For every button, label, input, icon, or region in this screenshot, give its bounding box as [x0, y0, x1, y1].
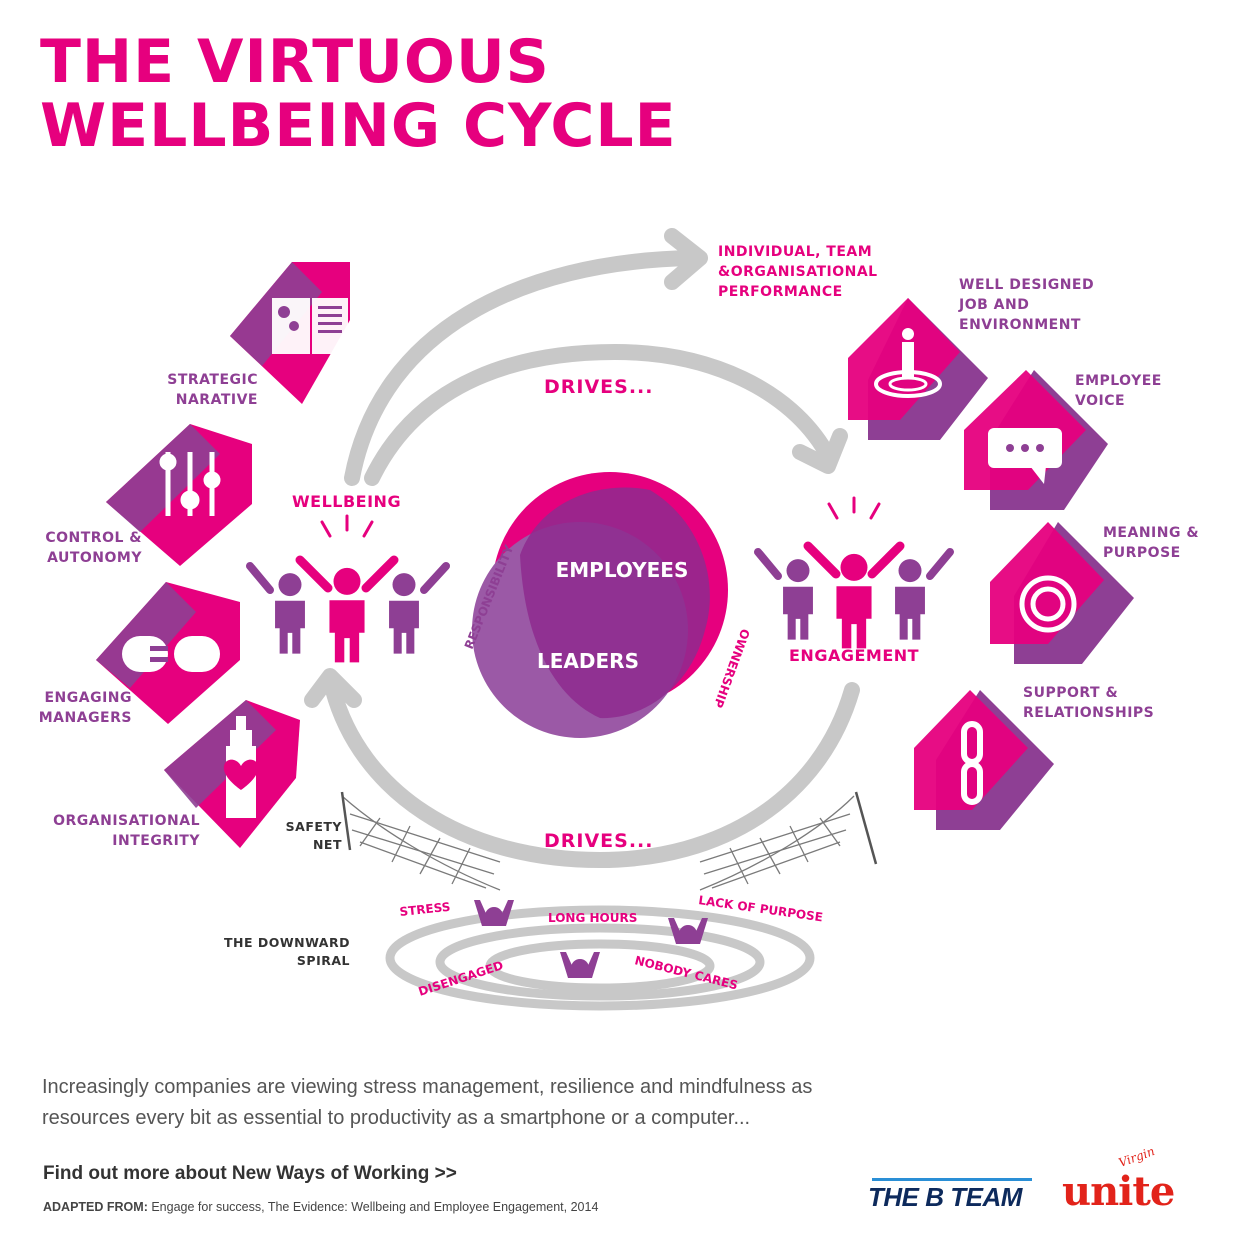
engaging-managers-tile — [96, 582, 240, 724]
support-relationships-label: SUPPORT &RELATIONSHIPS — [1023, 685, 1155, 721]
title-line-1: THE VIRTUOUS — [40, 27, 550, 97]
long-hours-label: LONG HOURS — [548, 911, 637, 925]
top-drives-arrow — [364, 344, 834, 486]
open-book-gears-icon — [272, 298, 348, 354]
bottom-drives-label: DRIVES... — [544, 830, 654, 852]
new-ways-of-working-link[interactable]: Find out more about New Ways of Working … — [43, 1163, 457, 1184]
leaders-label: LEADERS — [537, 649, 639, 673]
wellbeing-label: WELLBEING — [292, 492, 402, 511]
control-autonomy-tile — [106, 424, 252, 566]
speech-bubble-icon — [988, 428, 1062, 484]
employee-voice-tile — [964, 370, 1108, 510]
chain-link-icon — [961, 721, 983, 805]
spiral-people-icons — [474, 900, 708, 978]
title-line-2: WELLBEING CYCLE — [40, 91, 677, 161]
source-label: ADAPTED FROM: — [43, 1200, 148, 1214]
body-text: Increasingly companies are viewing stres… — [42, 1076, 813, 1129]
outer-performance-arrowhead — [664, 228, 708, 290]
top-drives-label: DRIVES... — [544, 376, 654, 398]
stress-label: STRESS — [399, 900, 451, 919]
person-target-icon — [874, 328, 942, 398]
safety-net-left — [340, 791, 501, 891]
wellbeing-group-icon — [246, 514, 450, 663]
distressed-person-icon — [668, 918, 708, 944]
engagement-group-icon — [754, 496, 954, 649]
well-designed-job-tile — [848, 298, 988, 440]
sliders-icon — [159, 452, 221, 516]
target-rings-icon — [1019, 575, 1077, 633]
bottom-drives-arrow — [325, 682, 860, 868]
bteam-logo-bar — [872, 1178, 1032, 1181]
meaning-purpose-label: MEANING &PURPOSE — [1103, 525, 1200, 561]
top-drives-arrowhead — [792, 428, 848, 474]
venn-overlap — [520, 487, 710, 719]
center-venn: EMPLOYEES LEADERS RESPONSIBILITY OWNERSH… — [462, 472, 752, 738]
performance-label: INDIVIDUAL, TEAM &ORGANISATIONAL PERFORM… — [718, 244, 878, 300]
source-text: Engage for success, The Evidence: Wellbe… — [151, 1200, 599, 1214]
bottom-drives-arrowhead — [304, 668, 362, 708]
building-heart-icon — [223, 716, 259, 818]
unite-logo[interactable]: unite — [1062, 1168, 1175, 1215]
source-citation: ADAPTED FROM: Engage for success, The Ev… — [43, 1200, 598, 1214]
plug-connector-icon — [122, 636, 220, 672]
cycle-arrows — [304, 228, 860, 868]
distressed-person-icon — [474, 900, 514, 926]
bteam-logo[interactable]: THE B TEAM — [868, 1182, 1022, 1212]
engagement-label: ENGAGEMENT — [789, 646, 920, 665]
meaning-purpose-tile — [990, 522, 1134, 664]
organisational-integrity-tile — [164, 700, 300, 848]
control-autonomy-label: CONTROL &AUTONOMY — [45, 530, 142, 566]
downward-spiral — [385, 905, 815, 1011]
support-relationships-tile — [914, 690, 1054, 830]
employees-label: EMPLOYEES — [556, 558, 689, 582]
outer-performance-arrow — [344, 250, 698, 486]
strategic-narrative-tile — [230, 262, 350, 404]
page-title: THE VIRTUOUS WELLBEING CYCLE — [40, 30, 677, 158]
distressed-person-icon — [560, 952, 600, 978]
safety-net-right — [699, 791, 878, 891]
